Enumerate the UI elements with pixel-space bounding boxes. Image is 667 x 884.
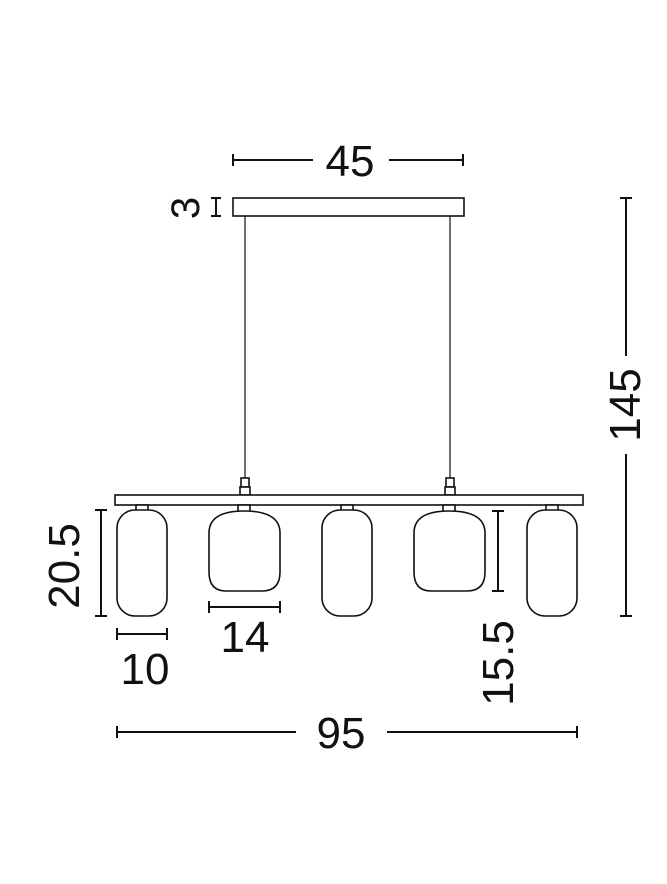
canopy-width-label: 45 (326, 137, 375, 186)
tall-shade-height-label: 20.5 (40, 523, 89, 609)
tall-shade-height-dimension: 20.5 (40, 509, 107, 617)
total-width-label: 95 (317, 709, 366, 758)
lamp-shade-round-1 (208, 504, 281, 592)
wire-connector-right (444, 477, 456, 496)
total-height-label: 145 (601, 368, 650, 441)
lamp-shade-tall-2 (321, 504, 373, 617)
total-width-dimension: 95 (116, 709, 578, 758)
total-height-dimension: 145 (601, 197, 650, 617)
lamp-shade-tall-1 (116, 504, 168, 617)
round-shade-height-label: 15.5 (474, 620, 523, 706)
canopy-height-dimension: 3 (164, 197, 221, 219)
round-shade-height-dimension: 15.5 (474, 510, 523, 706)
canopy-width-dimension: 45 (232, 137, 464, 186)
round-shade-width-dimension: 14 (208, 601, 281, 662)
canopy-height-label: 3 (164, 197, 208, 219)
tall-shade-width-label: 10 (121, 645, 170, 694)
horizontal-bar (114, 494, 584, 506)
tall-shade-width-dimension: 10 (116, 628, 170, 694)
round-shade-width-label: 14 (221, 613, 270, 662)
lamp-shade-round-2 (413, 504, 486, 592)
ceiling-canopy (232, 197, 465, 217)
lamp-shade-tall-3 (526, 504, 578, 617)
wire-connector-left (239, 477, 251, 496)
